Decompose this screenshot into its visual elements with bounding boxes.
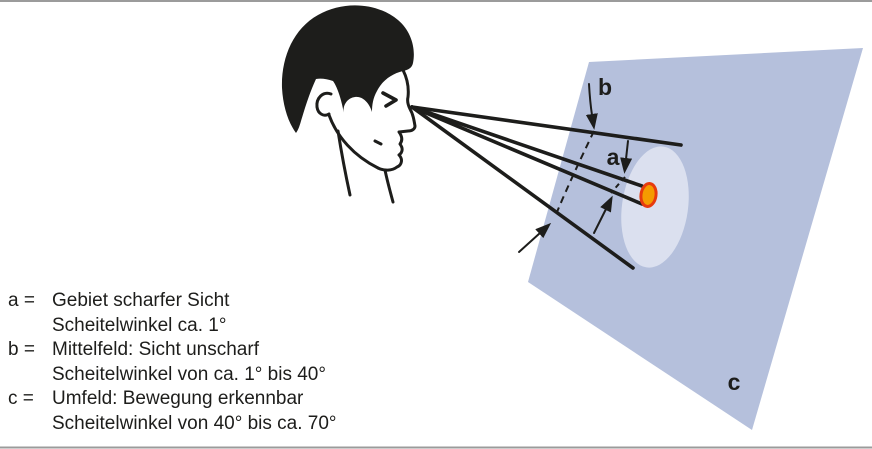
legend-item-b: b = Mittelfeld: Sicht unscharf Scheitelw… [8, 338, 428, 387]
legend-c-line2: Scheitelwinkel von 40° bis ca. 70° [52, 412, 337, 434]
arrow-b-top [585, 83, 598, 130]
neck-back-line [336, 129, 352, 197]
bottom-rule [0, 446, 872, 449]
label-a: a [607, 144, 620, 170]
surround-plane-c [528, 48, 863, 430]
label-b: b [598, 74, 612, 100]
face-profile-line [376, 68, 417, 172]
legend-key-b: b = [8, 339, 35, 361]
legend-key-a: a = [8, 290, 35, 311]
arrow-a-top [620, 140, 633, 174]
sharp-spot-ellipse-a [639, 182, 658, 208]
eye-icon [381, 91, 398, 108]
legend-item-a: a = Gebiet scharfer Sicht Scheitelwinkel… [8, 289, 428, 338]
ray-b-lower [410, 105, 635, 270]
legend-text-a: Gebiet scharfer Sicht Scheitelwinkel ca.… [52, 289, 428, 338]
legend-text-c: Umfeld: Bewegung erkennbar Scheitelwinke… [52, 387, 428, 436]
neck-front-line [383, 168, 395, 204]
legend-a-line1: Gebiet scharfer Sicht [52, 290, 230, 311]
legend-c-line1: Umfeld: Bewegung erkennbar [52, 388, 304, 410]
legend-item-c: c = Umfeld: Bewegung erkennbar Scheitelw… [8, 387, 428, 436]
angle-arc-a [610, 176, 626, 194]
mouth-corner-line [373, 139, 383, 146]
ear-line [315, 91, 333, 117]
head-profile [281, 5, 417, 204]
legend-a-line2: Scheitelwinkel ca. 1° [52, 314, 227, 336]
legend: a = Gebiet scharfer Sicht Scheitelwinkel… [8, 289, 428, 437]
top-rule [0, 0, 872, 2]
arrow-b-bottom [518, 222, 552, 253]
legend-b-line1: Mittelfeld: Sicht unscharf [52, 339, 259, 361]
ray-b-upper [410, 105, 683, 147]
label-c: c [728, 369, 741, 395]
arrow-a-bottom [593, 195, 613, 234]
legend-b-line2: Scheitelwinkel von ca. 1° bis 40° [52, 363, 326, 385]
legend-key-c: c = [8, 388, 34, 410]
hair [281, 5, 414, 133]
legend-text-b: Mittelfeld: Sicht unscharf Scheitelwinke… [52, 338, 428, 387]
ray-a-lower [410, 105, 644, 206]
mid-field-ellipse-b [621, 146, 689, 268]
ray-a-upper [410, 105, 644, 188]
jaw-line [327, 113, 380, 170]
